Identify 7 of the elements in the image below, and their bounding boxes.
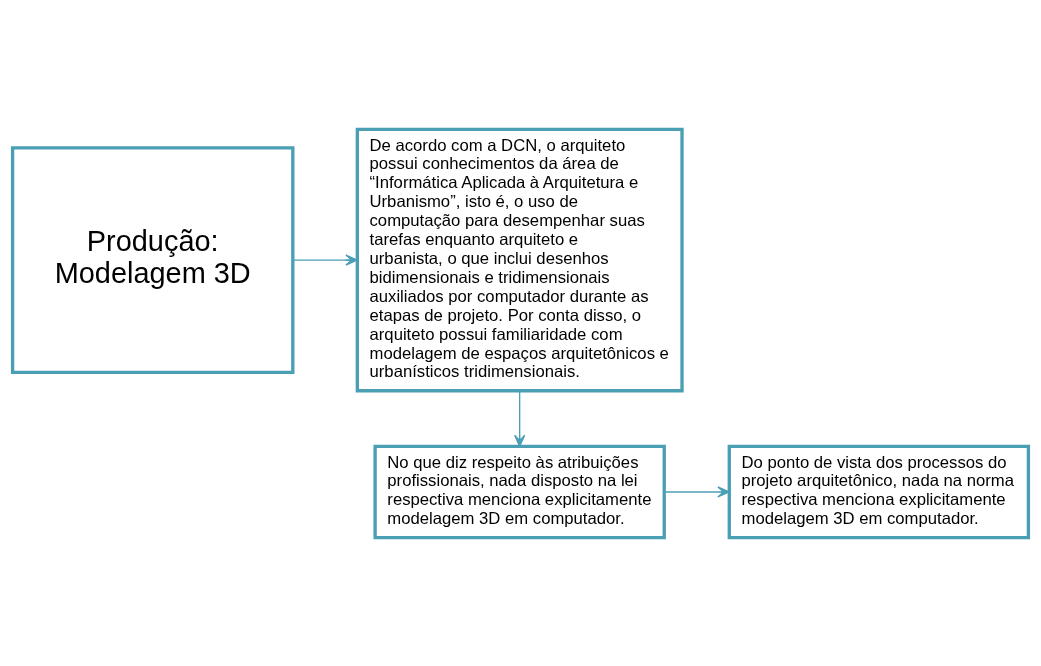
node-box: Do ponto de vista dos processos do projeto arquitetônico, nada na norma respectiva menciona explicitamente modelagem 3D em computador. (727, 444, 1031, 539)
arrow (292, 253, 358, 266)
arrow (514, 389, 526, 447)
node-box: De acordo com a DCN, o arquiteto possui conhecimentos da área de “Informática Aplicada à Arquitetura e Urbanismo”, isto é, o uso de computação para desempenhar suas tarefas enquanto arquiteto e urbanista, o que inclui desenhos bidimensionais e tridimensionais auxiliados por computador durante as etapas de projeto. Por conta disso, o arquiteto possui familiaridade com modelagem de espaços arquitetônicos e urbanísticos tridimensionais. (355, 127, 684, 392)
node-box: Produção: Modelagem 3D (10, 145, 295, 374)
arrow (663, 485, 730, 498)
node-box: No que diz respeito às atribuições profissionais, nada disposto na lei respectiva menciona explicitamente modelagem 3D em computador. (373, 444, 666, 539)
